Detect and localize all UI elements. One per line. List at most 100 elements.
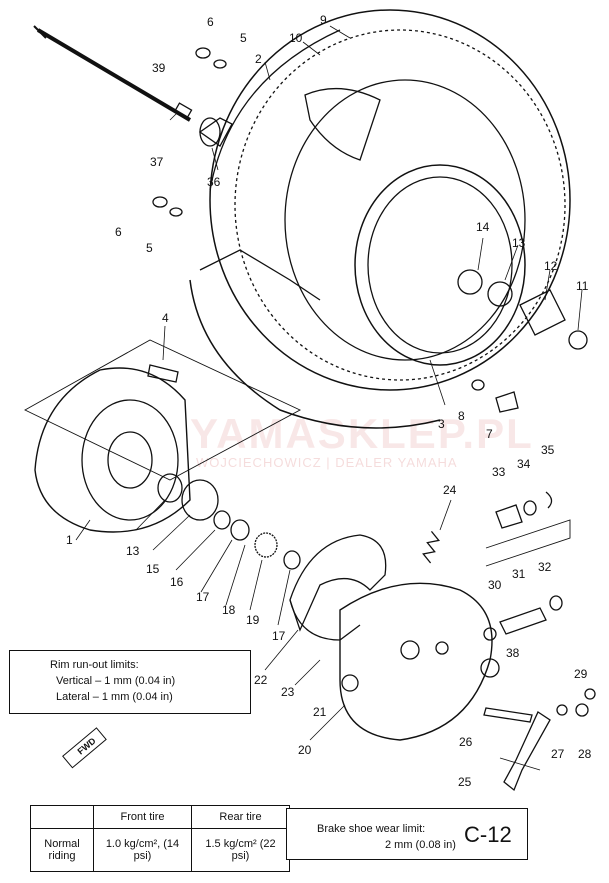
callout-6a: 6 [207,15,214,29]
callout-13a: 13 [512,236,526,250]
callout-29: 29 [574,667,588,681]
nut-part [575,703,589,717]
callout-12: 12 [544,259,558,273]
rim-runout-vertical: Vertical – 1 mm (0.04 in) [56,675,176,687]
nut-part [480,658,500,678]
washer-part [471,379,485,391]
callout-6b: 6 [115,225,122,239]
callout-10: 10 [289,31,303,45]
callout-5b: 5 [146,241,153,255]
washer-part [213,510,231,530]
callout-34: 34 [517,457,531,471]
bushing-part [495,504,523,529]
callout-9: 9 [320,13,327,27]
callout-28: 28 [578,747,592,761]
front-tire-pressure: 1.0 kg/cm², (14 psi) [93,828,192,872]
watermark-text: YAMASKLEP.PL [190,410,534,457]
brake-shoes [289,534,387,641]
wheel-rim [354,164,526,366]
callout-19: 19 [246,613,260,627]
bearing-part [157,473,183,503]
washer-part [152,196,168,208]
clip-part [545,491,553,509]
brake-shoe-title: Brake shoe wear limit: [317,823,426,835]
callout-25: 25 [458,775,472,789]
nut-part [584,688,596,700]
callout-1: 1 [66,533,73,547]
cam-shaft [499,607,547,635]
table-header-cell: Front tire [93,805,192,829]
callout-5a: 5 [240,31,247,45]
collar-part [198,117,233,147]
bolt-part [341,674,359,692]
callout-31: 31 [512,567,526,581]
table-row-label: Normal riding [30,828,94,872]
inner-tube [304,87,381,161]
axle-shaft [33,25,193,122]
spacer-part [519,289,588,350]
brake-shoe-value: 2 mm (0.08 in) [385,839,456,851]
table-header-cell: Rear tire [191,805,290,829]
table-header-cell [30,805,94,829]
wheel-hub [34,367,191,533]
callout-37: 37 [150,155,164,169]
bolt-part [483,707,533,723]
callout-2: 2 [255,52,262,66]
bolt-part [147,364,179,383]
washer-part [523,500,537,516]
rear-tire-pressure: 1.5 kg/cm² (22 psi) [191,828,290,872]
bolt-part [495,391,519,413]
callout-15: 15 [146,562,160,576]
gear-part [254,532,278,558]
callout-20: 20 [298,743,312,757]
brake-plate [339,582,493,741]
callout-3: 3 [438,417,445,431]
callout-8: 8 [458,409,465,423]
callout-26: 26 [459,735,473,749]
callout-22: 22 [254,673,268,687]
hub-plane [24,339,302,481]
callout-36: 36 [207,175,221,189]
brake-shoe-box: Brake shoe wear limit: 2 mm (0.08 in) [286,808,528,860]
callout-33: 33 [492,465,506,479]
washer-part [213,59,227,69]
callout-23: 23 [281,685,295,699]
leader-lines [75,25,583,771]
callout-38: 38 [506,646,520,660]
washer-part [169,207,183,217]
callout-24: 24 [443,483,457,497]
watermark-subtext: WOJCIECHOWICZ | DEALER YAMAHA [196,455,458,470]
callout-39: 39 [152,61,166,75]
washer-part [230,519,250,541]
washer-part [195,47,211,59]
callout-17a: 17 [196,590,210,604]
rim-runout-box: Rim run-out limits: Vertical – 1 mm (0.0… [9,650,251,714]
rim-runout-title: Rim run-out limits: [50,659,139,671]
callout-13b: 13 [126,544,140,558]
callout-4: 4 [162,311,169,325]
seal-part [181,479,219,521]
tire [189,9,571,429]
callout-7: 7 [486,427,493,441]
callout-11: 11 [576,279,589,293]
callout-17b: 17 [272,629,286,643]
washer-part [556,704,568,716]
callout-35: 35 [541,443,555,457]
washer-part [483,627,497,641]
callout-30: 30 [488,578,502,592]
callout-16: 16 [170,575,184,589]
assembly-plane [485,519,571,567]
washer-part [549,595,563,611]
page-code: C-12 [464,822,512,847]
callout-32: 32 [538,560,552,574]
tire-pressure-table: Front tire Rear tire Normal riding 1.0 k… [30,805,290,872]
callout-18: 18 [222,603,236,617]
callout-27: 27 [551,747,565,761]
washer-part [283,550,301,570]
brake-arm [503,711,551,792]
callout-21: 21 [313,705,327,719]
rim-runout-lateral: Lateral – 1 mm (0.04 in) [56,691,173,703]
callout-14: 14 [476,220,490,234]
spring-part [422,530,440,564]
